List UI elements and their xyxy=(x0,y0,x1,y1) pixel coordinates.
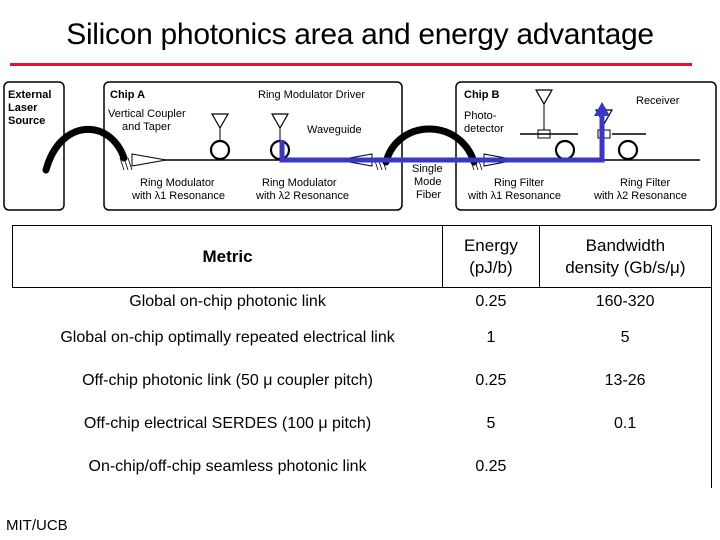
table-row: Off-chip photonic link (50 μ coupler pit… xyxy=(13,359,713,402)
cell-bandwidth: 13-26 xyxy=(539,359,713,402)
ring-filter-2 xyxy=(617,139,639,161)
chip-b-box xyxy=(455,81,717,211)
driver-triangle-2 xyxy=(270,113,290,130)
table-row: Off-chip electrical SERDES (100 μ pitch)… xyxy=(13,402,713,445)
cell-bandwidth: 160-320 xyxy=(539,287,713,316)
highlight-arrowhead xyxy=(594,102,610,116)
coupler-a-left xyxy=(131,153,167,167)
chip-a-box xyxy=(103,81,403,211)
cell-metric: Off-chip photonic link (50 μ coupler pit… xyxy=(82,371,373,389)
cell-energy: 5 xyxy=(486,414,496,432)
fiber-single-mode xyxy=(382,125,478,166)
waveguide-label: Waveguide xyxy=(307,124,362,136)
table-row: Global on-chip optimally repeated electr… xyxy=(13,316,713,359)
cell-energy: 0.25 xyxy=(475,457,507,475)
cell-metric: Global on-chip optimally repeated electr… xyxy=(60,328,395,346)
table-row: On-chip/off-chip seamless photonic link … xyxy=(13,445,713,488)
chip-a-label: Chip A xyxy=(110,89,145,101)
table-row: Global on-chip photonic link 0.25 160-32… xyxy=(13,287,713,316)
cell-metric: On-chip/off-chip seamless photonic link xyxy=(88,457,367,475)
slide-title: Silicon photonics area and energy advant… xyxy=(66,18,654,51)
cell-metric: Global on-chip photonic link xyxy=(129,293,326,310)
cell-bandwidth xyxy=(539,445,713,488)
cell-metric: Off-chip electrical SERDES (100 μ pitch) xyxy=(83,414,372,432)
highlight-path xyxy=(279,114,605,163)
cell-energy: 0.25 xyxy=(475,371,507,389)
header-energy: Energy(pJ/b) xyxy=(442,225,540,288)
ring-modulator-1 xyxy=(209,139,231,161)
chip-b-label: Chip B xyxy=(464,89,499,101)
cell-energy: 0.25 xyxy=(475,293,507,310)
ring-filter-1 xyxy=(554,139,576,161)
ring-modulator-driver-label: Ring Modulator Driver xyxy=(258,89,365,101)
title-underline xyxy=(10,63,692,66)
external-laser-box xyxy=(3,81,65,211)
driver-triangle-1 xyxy=(210,113,230,130)
receiver-triangle-1 xyxy=(534,89,554,106)
fiber-laser xyxy=(42,125,128,174)
cell-bandwidth: 5 xyxy=(539,316,713,359)
footer-affiliation: MIT/UCB xyxy=(6,517,68,534)
photodetector-label: Photo-detector xyxy=(464,110,504,135)
cell-bandwidth: 0.1 xyxy=(539,402,713,445)
receiver-label: Receiver xyxy=(636,95,680,107)
header-metric: Metric xyxy=(11,225,444,288)
cell-energy: 1 xyxy=(486,328,496,346)
